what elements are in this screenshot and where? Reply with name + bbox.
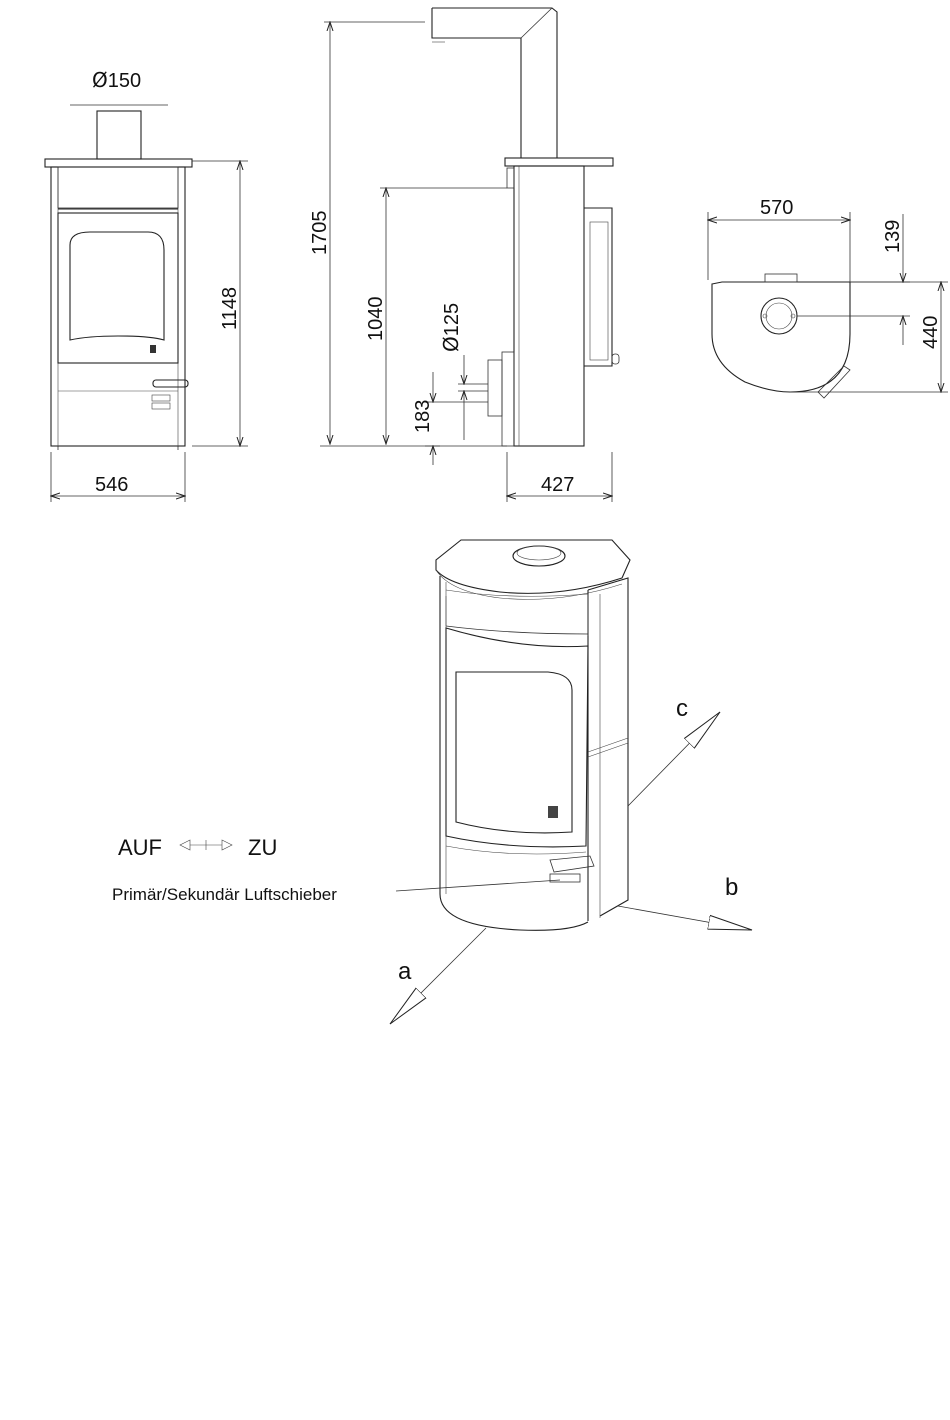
top-view: 570 139 440	[708, 197, 948, 398]
side-body	[514, 166, 584, 446]
air-inlet-height-label: 183	[412, 400, 434, 433]
persp-air-slider	[550, 874, 580, 882]
open-close-arrows-icon	[180, 840, 232, 850]
side-view: 1705 1040 Ø125 183 427	[309, 8, 619, 502]
clearance-arrow-c	[628, 712, 720, 806]
door	[58, 213, 178, 363]
clearance-label-b: b	[725, 874, 738, 901]
side-top-plate	[505, 158, 613, 166]
persp-logo	[548, 806, 558, 818]
door-handle	[153, 380, 188, 387]
top-flue-circle	[761, 298, 797, 334]
top-depth-label: 440	[920, 316, 942, 349]
door-glass	[70, 232, 164, 340]
chimney-pipe	[432, 8, 521, 158]
side-depth-label: 427	[541, 474, 574, 496]
top-width-label: 570	[760, 197, 793, 219]
clearance-label-c: c	[676, 695, 688, 722]
clearance-label-a: a	[398, 958, 412, 985]
flue-diameter-label: Ø150	[92, 68, 141, 92]
front-view: Ø150 546 1148	[45, 68, 248, 502]
top-flue-offset-label: 139	[882, 220, 904, 253]
perspective-view: AUF ZU Primär/Sekundär Luftschieber c b …	[112, 540, 752, 1024]
slider-close-label: ZU	[248, 835, 277, 860]
top-plate	[45, 159, 192, 167]
slider-caption: Primär/Sekundär Luftschieber	[112, 885, 337, 904]
air-inlet	[488, 360, 502, 416]
front-height-label: 1148	[219, 287, 241, 330]
air-inlet-diameter-label: Ø125	[439, 303, 463, 352]
clearance-arrow-b	[618, 906, 752, 930]
flue-height-label: 1040	[365, 297, 387, 342]
persp-top-plate	[436, 540, 630, 593]
persp-handle	[550, 856, 594, 872]
persp-door	[446, 628, 588, 847]
front-width-label: 546	[95, 474, 128, 496]
total-height-label: 1705	[309, 211, 331, 256]
slider-open-label: AUF	[118, 835, 162, 860]
logo-plate	[150, 345, 156, 353]
flue-pipe	[97, 111, 141, 159]
